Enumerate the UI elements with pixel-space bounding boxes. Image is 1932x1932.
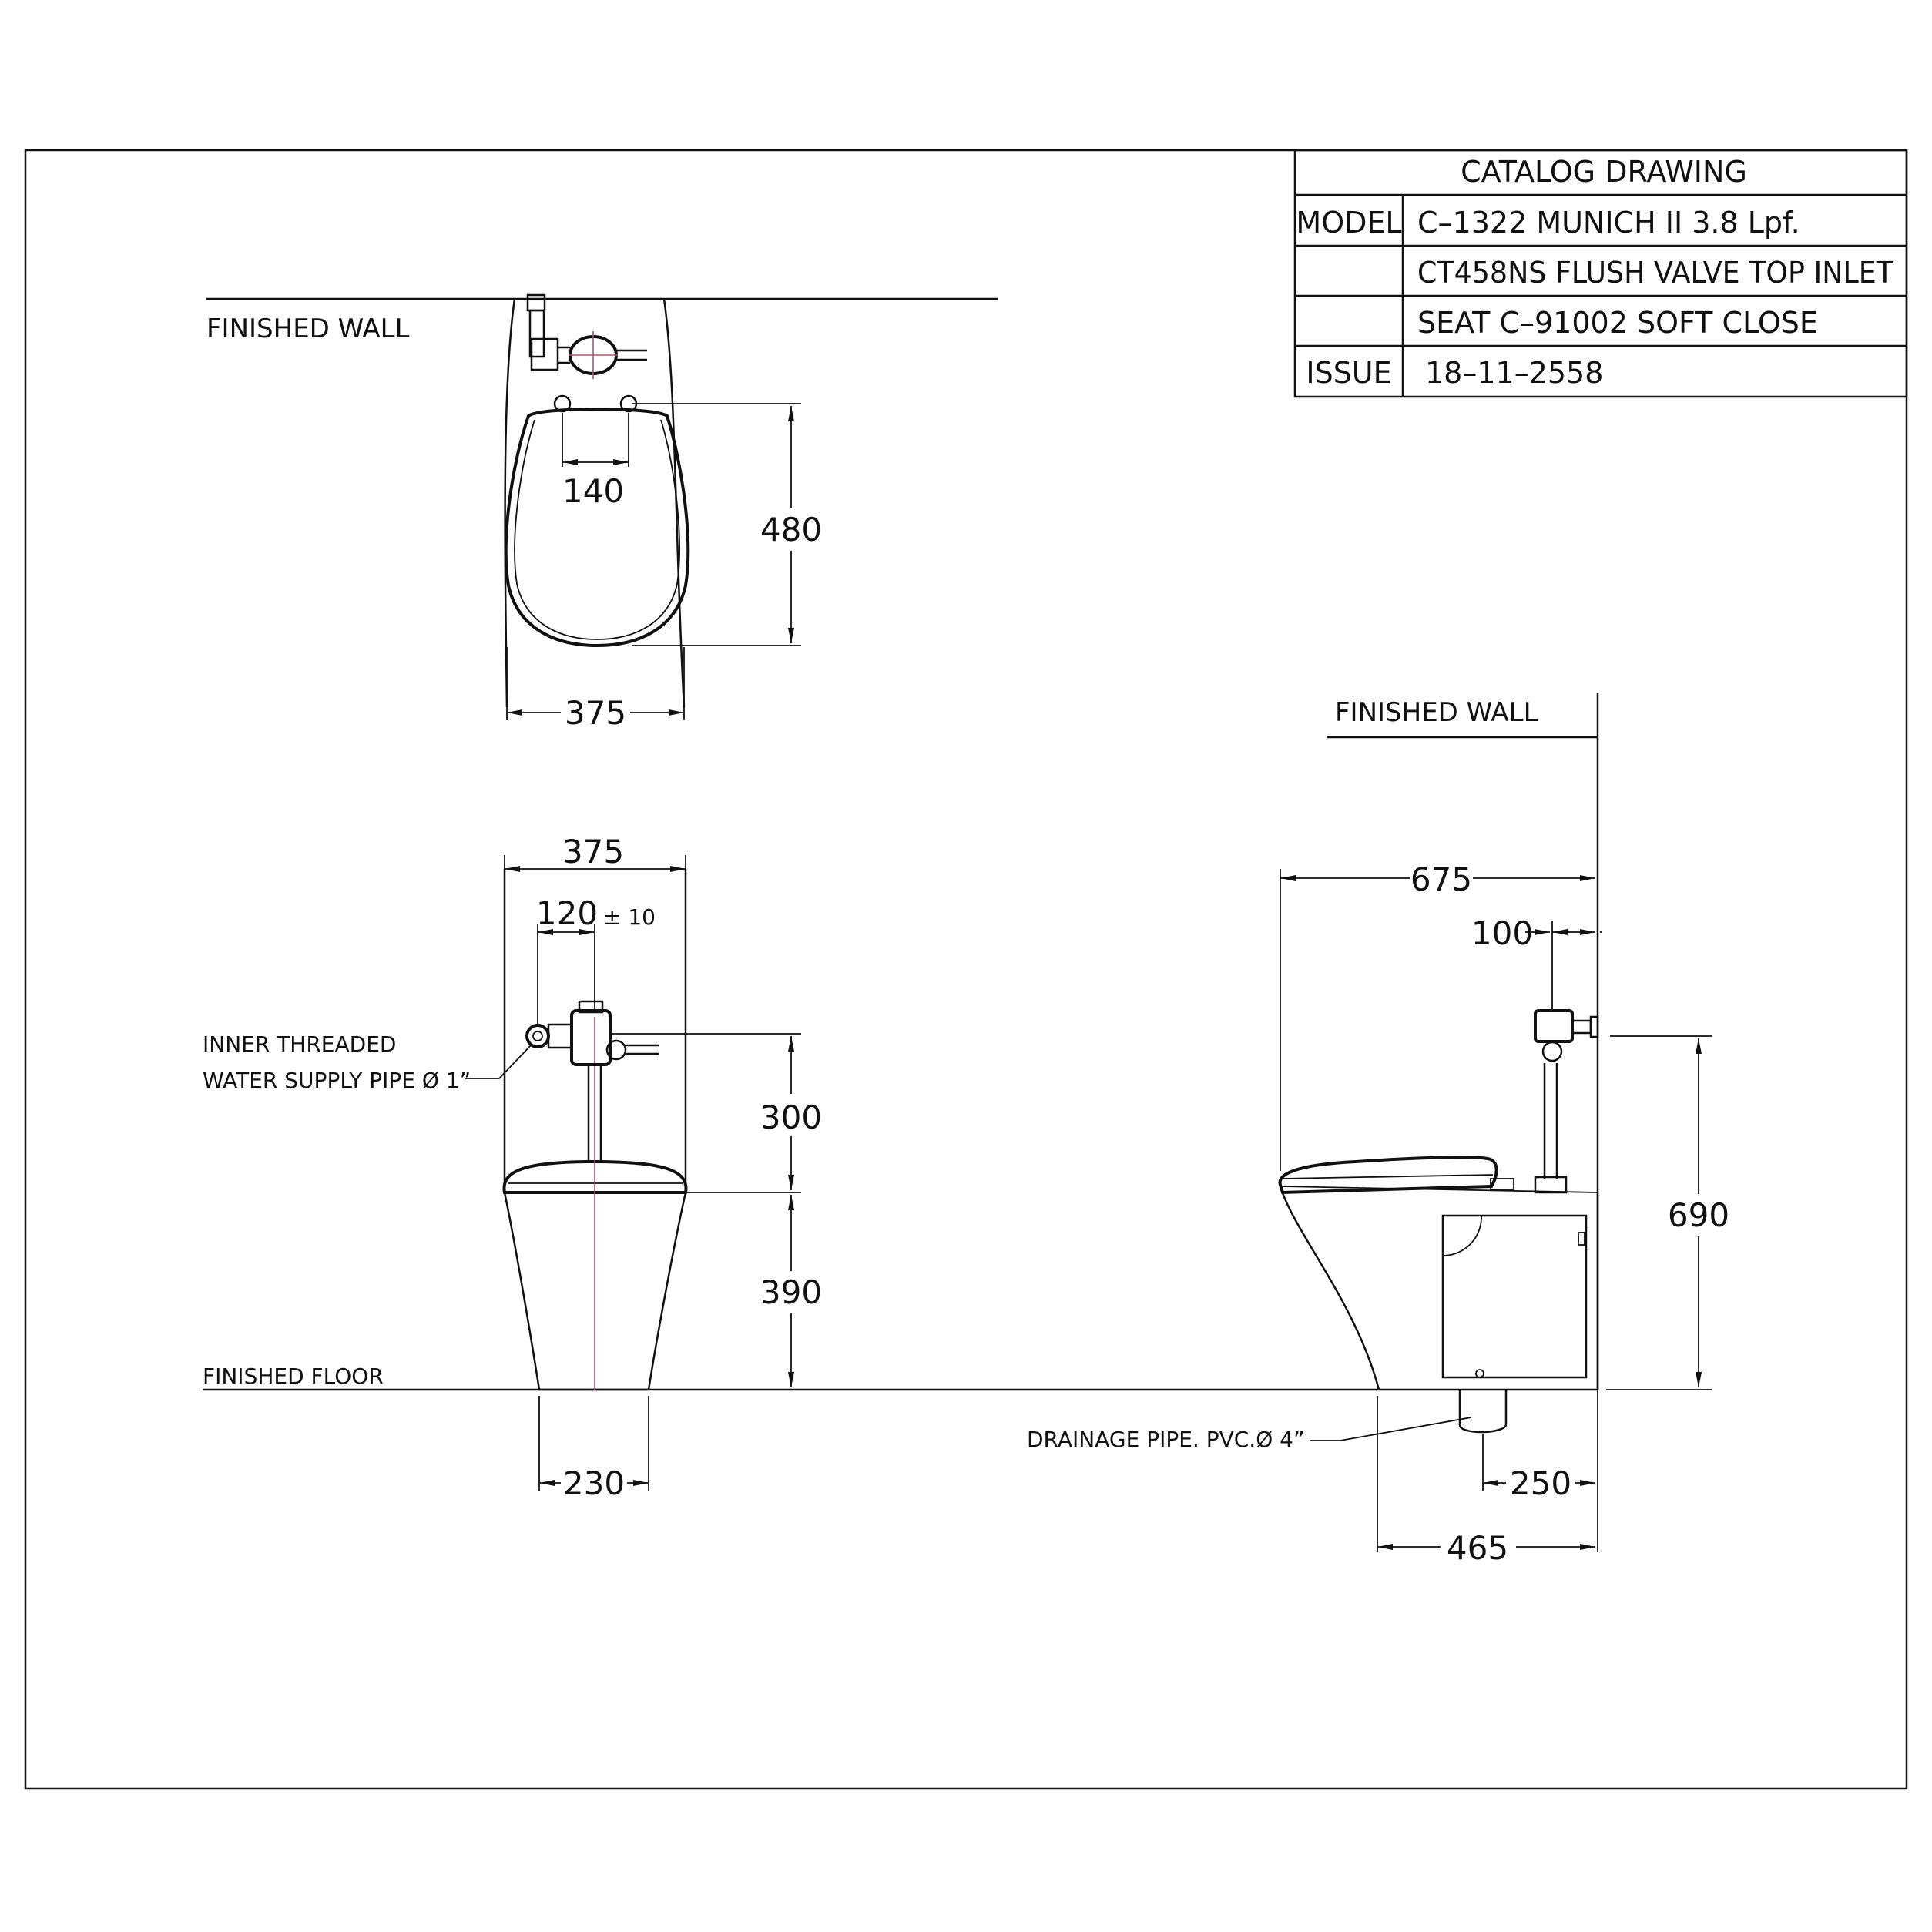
dim-side-height: 690	[1668, 1196, 1729, 1234]
drawing-border	[24, 149, 1908, 1790]
side-view-bowl	[1279, 1186, 1599, 1390]
dim-front-offset-tol: ± 10	[603, 904, 656, 930]
title-block-key-issue: ISSUE	[1306, 356, 1391, 390]
title-block-value-valve: CT458NS FLUSH VALVE TOP INLET	[1417, 256, 1894, 290]
title-block-key-model: MODEL	[1296, 206, 1401, 240]
dim-side-drain: 250	[1510, 1464, 1571, 1502]
front-view: FINISHED FLOOR INNER THREADED WATER SUPP…	[203, 833, 1248, 1502]
title-block: CATALOG DRAWING MODEL C–1322 MUNICH II 3…	[1293, 149, 1908, 398]
dim-front-offset: 120	[536, 894, 598, 932]
title-block-header: CATALOG DRAWING	[1461, 155, 1747, 189]
title-block-value-issue: 18–11–2558	[1425, 356, 1603, 390]
title-block-value-seat: SEAT C–91002 SOFT CLOSE	[1417, 306, 1818, 340]
dim-top-depth: 480	[760, 511, 822, 548]
side-view-drain-leader	[1310, 1417, 1472, 1441]
top-view-bowl-body	[504, 298, 686, 708]
dim-front-valve: 300	[760, 1098, 822, 1136]
top-view-wall-label: FINISHED WALL	[206, 314, 410, 344]
side-view-flush-valve	[1534, 1009, 1599, 1194]
title-block-value-model: C–1322 MUNICH II 3.8 Lpf.	[1417, 206, 1800, 240]
side-view: FINISHED WALL DRAINAGE PIPE. PVC.Ø 4”	[1027, 693, 1729, 1567]
side-view-drain-pipe	[1458, 1390, 1508, 1434]
front-view-supply-label-1: INNER THREADED	[203, 1031, 396, 1057]
dim-side-length: 675	[1410, 860, 1472, 898]
dim-front-width: 375	[562, 833, 624, 870]
side-view-seat	[1278, 1156, 1498, 1195]
dim-front-rim: 390	[760, 1273, 822, 1311]
front-view-floor-label: FINISHED FLOOR	[203, 1363, 384, 1389]
front-view-bowl	[503, 1192, 687, 1391]
dim-top-width: 375	[565, 694, 626, 732]
top-view: FINISHED WALL 140 480	[206, 293, 998, 732]
top-view-seat	[504, 408, 690, 648]
dim-top-hinge: 140	[562, 472, 624, 510]
top-view-flush-valve	[526, 293, 647, 379]
front-view-supply-leader	[465, 1044, 532, 1079]
dim-side-base: 465	[1447, 1529, 1508, 1567]
top-view-seat-inner	[514, 419, 680, 640]
side-view-access-panel	[1441, 1214, 1588, 1379]
dim-front-base: 230	[563, 1464, 625, 1502]
front-view-flush-valve	[525, 1000, 659, 1066]
top-view-hinge-left	[553, 394, 572, 413]
side-view-wall-label: FINISHED WALL	[1335, 697, 1538, 728]
front-view-supply-label-2: WATER SUPPLY PIPE Ø 1”	[203, 1068, 471, 1093]
dim-side-valve-offset: 100	[1471, 914, 1533, 952]
side-view-drain-label: DRAINAGE PIPE. PVC.Ø 4”	[1027, 1427, 1304, 1452]
